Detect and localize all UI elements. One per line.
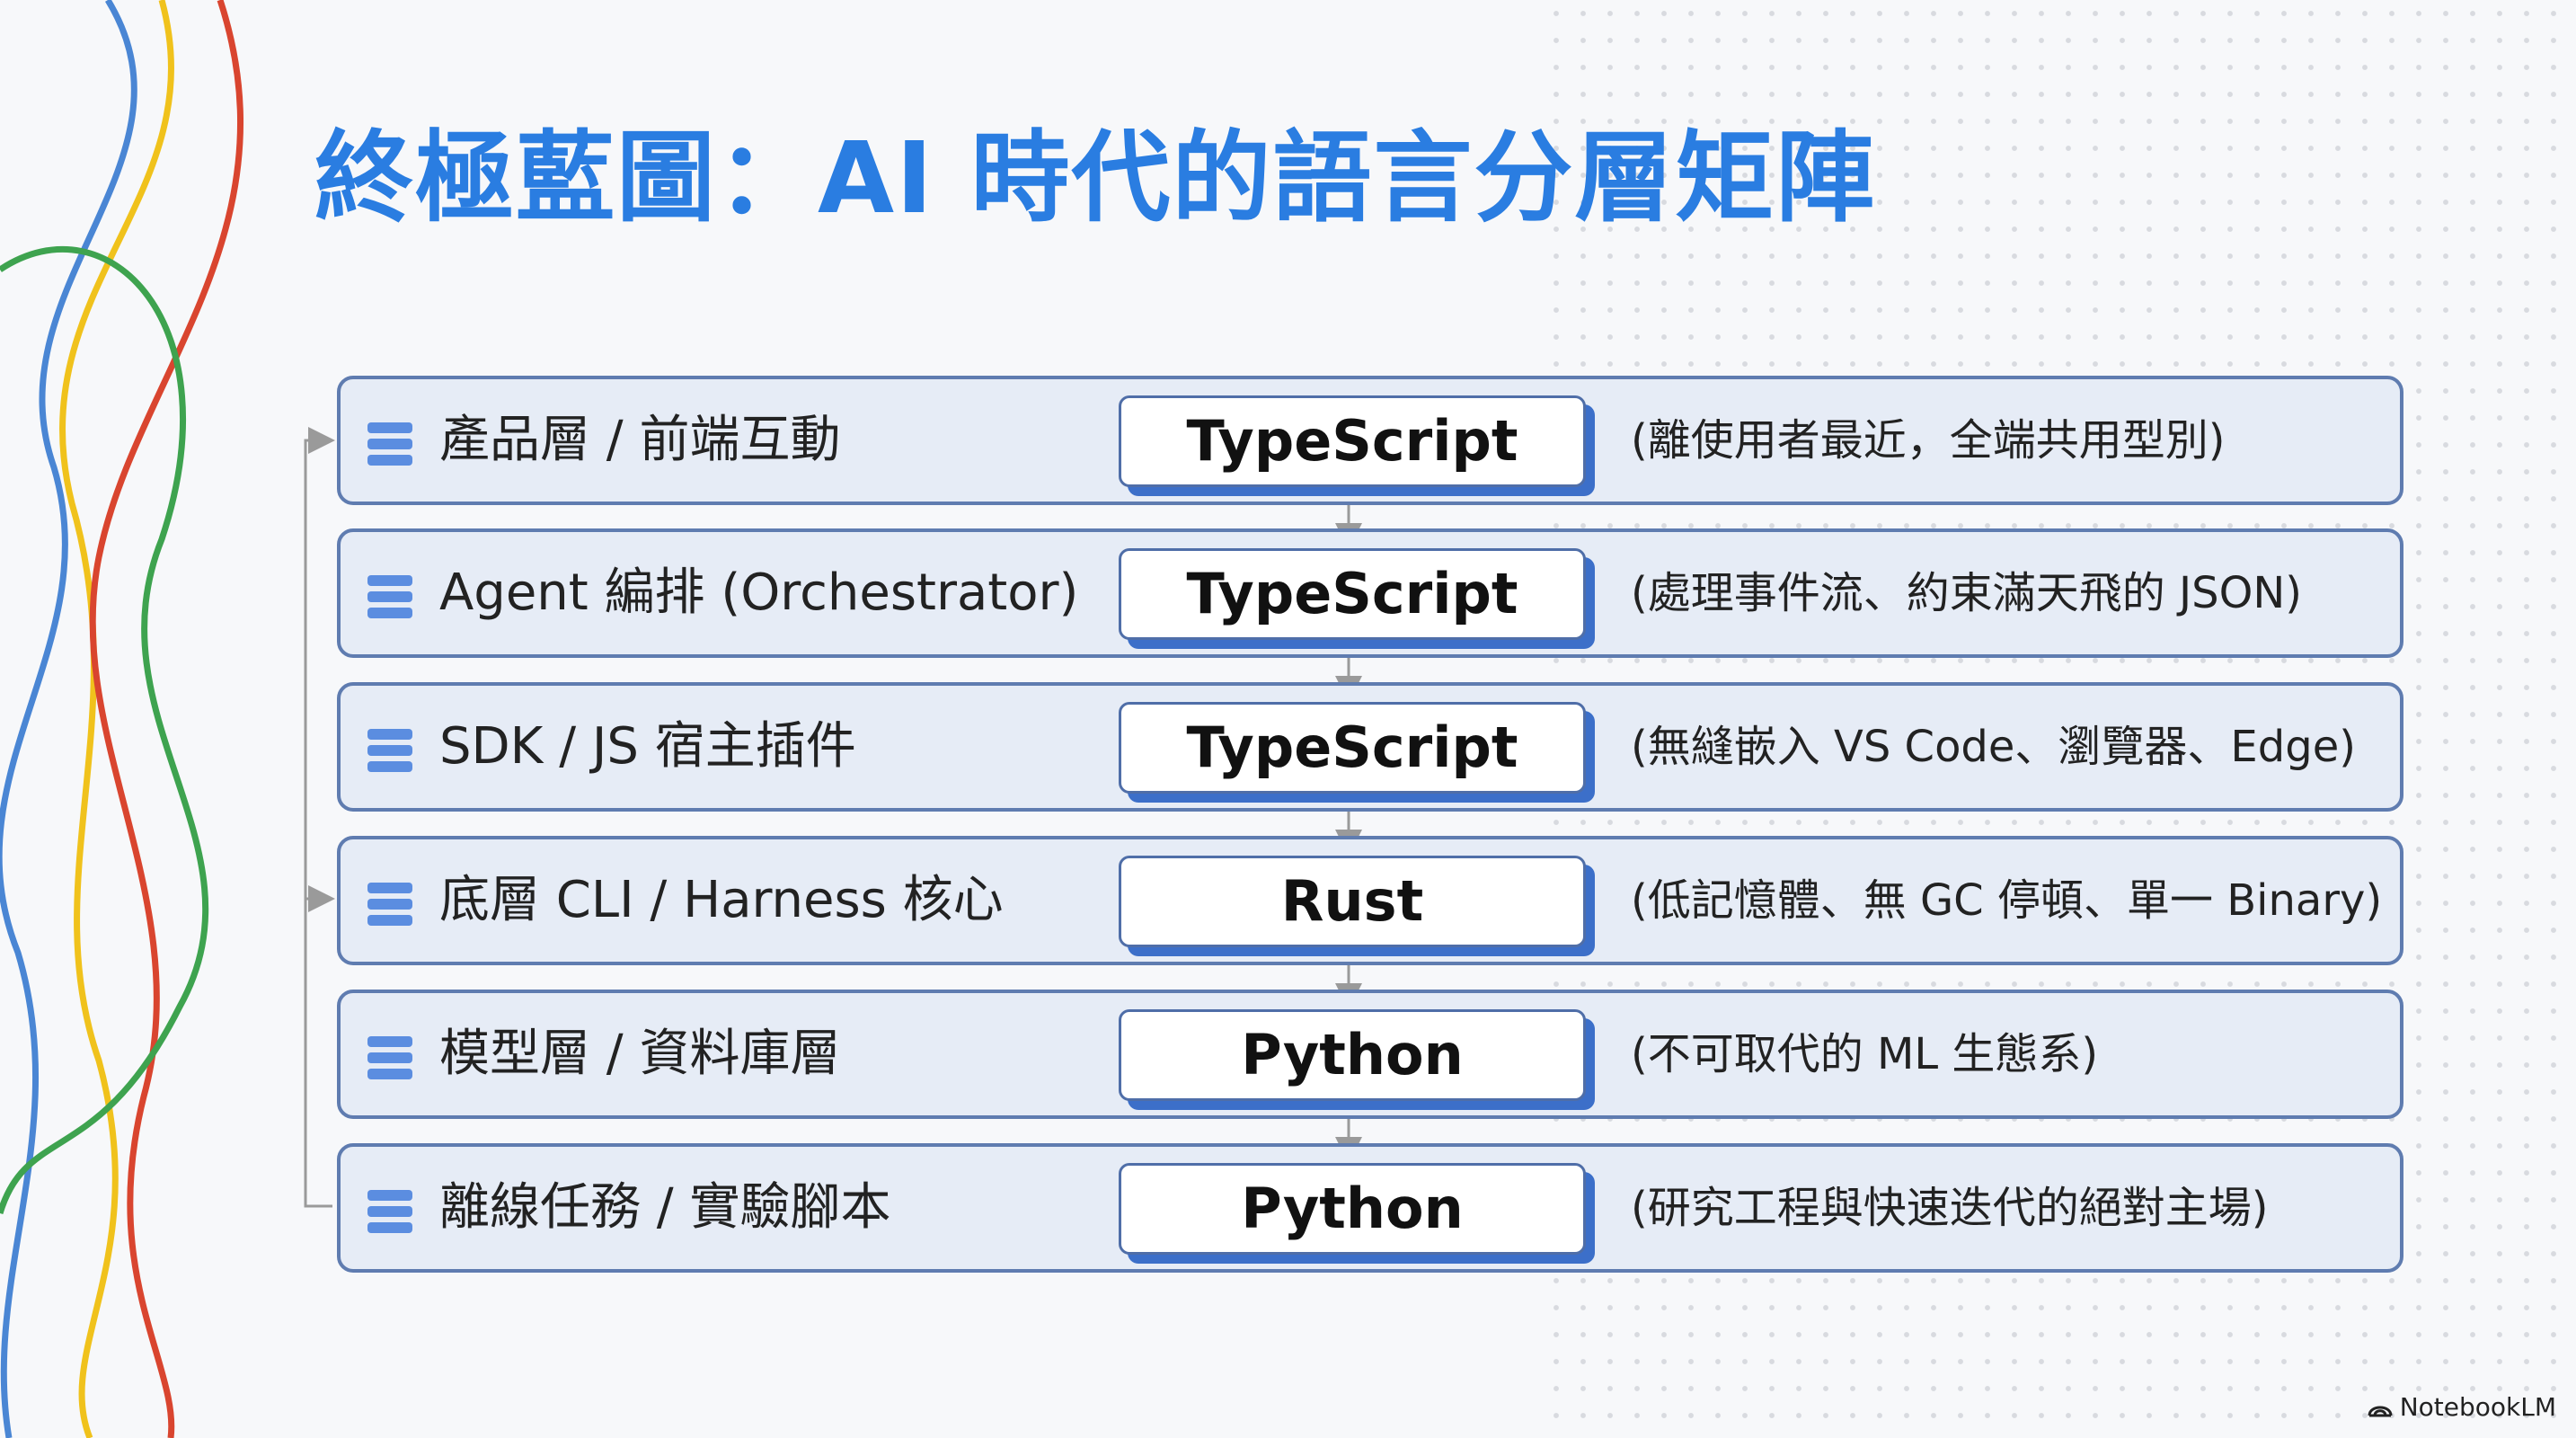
layer-label: 底層 CLI / Harness 核心 bbox=[439, 871, 1004, 929]
layer-row-agent-orchestration: Agent 編排 (Orchestrator) TypeScript (處理事件… bbox=[337, 528, 2403, 658]
language-badge: TypeScript bbox=[1119, 702, 1586, 794]
red-wave-line bbox=[89, 0, 244, 1438]
layer-note: (研究工程與快速迭代的絕對主場) bbox=[1631, 1183, 2269, 1233]
language-badge: Rust bbox=[1119, 856, 1586, 947]
server-stack-icon bbox=[367, 1190, 412, 1233]
language-badge: Python bbox=[1119, 1009, 1586, 1101]
blue-wave-line bbox=[0, 0, 137, 1438]
layer-row-sdk: SDK / JS 宿主插件 TypeScript (無縫嵌入 VS Code、瀏… bbox=[337, 682, 2403, 812]
server-stack-icon bbox=[367, 575, 412, 618]
layer-label: 產品層 / 前端互動 bbox=[439, 411, 841, 469]
layer-row-product: 產品層 / 前端互動 TypeScript (離使用者最近，全端共用型別) bbox=[337, 376, 2403, 505]
layer-label: SDK / JS 宿主插件 bbox=[439, 717, 856, 776]
layer-label: 離線任務 / 實驗腳本 bbox=[439, 1178, 891, 1237]
language-badge: TypeScript bbox=[1119, 395, 1586, 487]
notebooklm-logo-icon bbox=[2368, 1406, 2393, 1416]
layer-label: 模型層 / 資料庫層 bbox=[439, 1025, 841, 1083]
layer-label: Agent 編排 (Orchestrator) bbox=[439, 564, 1079, 622]
language-badge: Python bbox=[1119, 1163, 1586, 1255]
server-stack-icon bbox=[367, 422, 412, 466]
layer-note: (處理事件流、約束滿天飛的 JSON) bbox=[1631, 568, 2303, 618]
layer-note: (無縫嵌入 VS Code、瀏覽器、Edge) bbox=[1631, 722, 2356, 772]
green-wave-line bbox=[0, 245, 209, 1215]
feedback-connector bbox=[304, 427, 335, 1208]
decorative-wave-lines bbox=[0, 0, 244, 1438]
brand-name: NotebookLM bbox=[2399, 1392, 2556, 1422]
server-stack-icon bbox=[367, 883, 412, 926]
layer-row-offline-tasks: 離線任務 / 實驗腳本 Python (研究工程與快速迭代的絕對主場) bbox=[337, 1143, 2403, 1273]
layer-note: (低記憶體、無 GC 停頓、單一 Binary) bbox=[1631, 875, 2383, 926]
layer-row-model-database: 模型層 / 資料庫層 Python (不可取代的 ML 生態系) bbox=[337, 990, 2403, 1119]
language-badge: TypeScript bbox=[1119, 548, 1586, 640]
layer-note: (離使用者最近，全端共用型別) bbox=[1631, 415, 2226, 466]
layer-note: (不可取代的 ML 生態系) bbox=[1631, 1029, 2099, 1079]
notebooklm-brand: NotebookLM bbox=[2368, 1392, 2556, 1422]
slide-title: 終極藍圖：AI 時代的語言分層矩陣 bbox=[314, 120, 1877, 235]
server-stack-icon bbox=[367, 1036, 412, 1079]
server-stack-icon bbox=[367, 729, 412, 772]
yellow-wave-line bbox=[59, 0, 174, 1438]
layer-row-cli-harness: 底層 CLI / Harness 核心 Rust (低記憶體、無 GC 停頓、單… bbox=[337, 836, 2403, 965]
